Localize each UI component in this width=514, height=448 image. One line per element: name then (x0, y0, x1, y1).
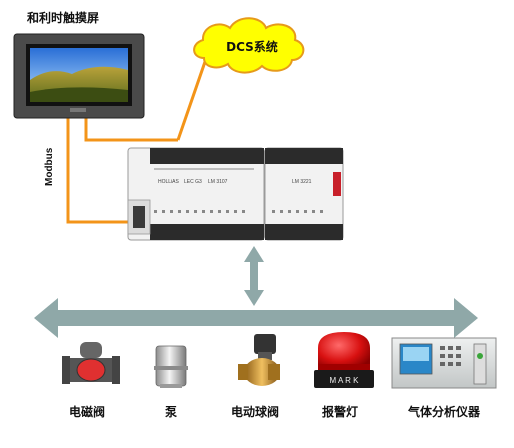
device-label-analyzer: 气体分析仪器 (408, 405, 481, 419)
dcs-cloud (193, 17, 305, 74)
device-label-alarm: 报警灯 (322, 405, 359, 419)
device-label-pump: 泵 (165, 405, 178, 419)
modbus-label: Modbus (44, 147, 55, 186)
device-label-solenoid: 电磁阀 (69, 405, 106, 419)
ball-valve-icon (238, 334, 280, 386)
modbus-link-line (66, 117, 136, 224)
touchscreen (13, 33, 145, 119)
plc-series-label: LEC G3 (184, 179, 202, 185)
svg-text:M A R K: M A R K (330, 376, 360, 385)
solenoid-valve-icon (62, 342, 120, 384)
field-bus-arrow (34, 298, 478, 338)
dcs-label: DCS系统 (226, 39, 278, 54)
plc-extension-module (264, 147, 344, 241)
plc-ext-model-label: LM 3221 (292, 179, 312, 185)
device-label-ballvalve: 电动球阀 (231, 405, 280, 419)
touchscreen-to-dcs-line (176, 55, 209, 141)
touchscreen-label: 和利时触摸屏 (27, 11, 100, 25)
plc-main-module (127, 147, 265, 241)
pump-icon (154, 345, 188, 388)
plc-brand-label: HOLLiAS (158, 179, 180, 185)
plc-main-model-label: LM 3107 (208, 179, 228, 185)
gas-analyzer-icon (391, 337, 497, 389)
plc-to-touchscreen-line (84, 117, 178, 142)
alarm-lamp-icon: M A R K (314, 332, 374, 388)
plc-bus-arrow (244, 246, 264, 306)
